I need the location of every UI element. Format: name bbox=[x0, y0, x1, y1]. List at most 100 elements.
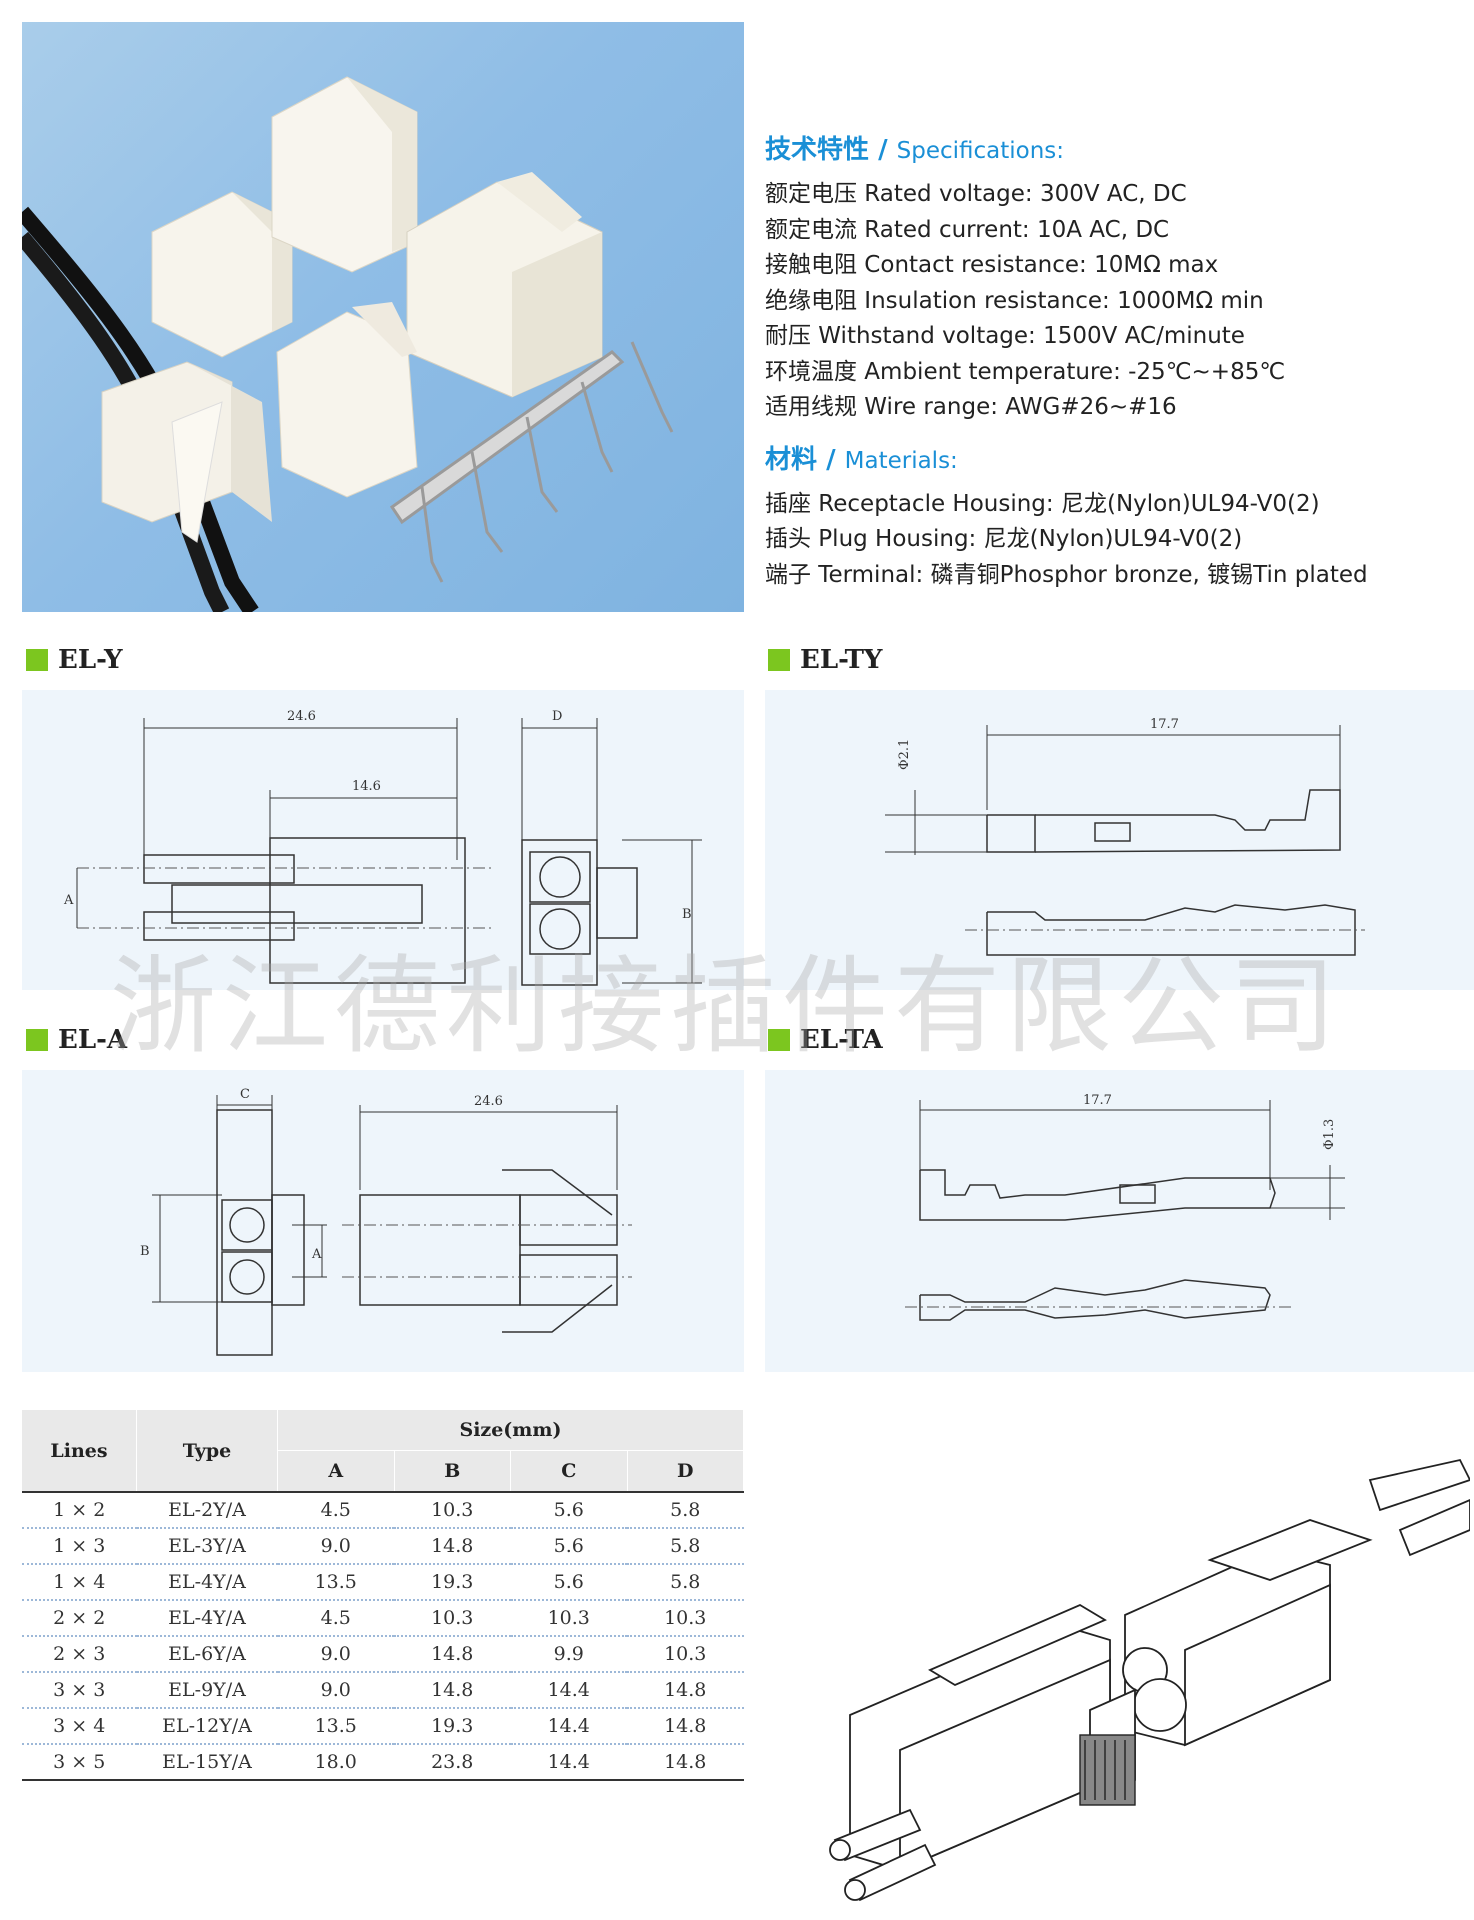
dim-len-label: 17.7 bbox=[1083, 1093, 1112, 1108]
cell-type: EL-3Y/A bbox=[136, 1528, 278, 1565]
cell-d: 14.8 bbox=[627, 1672, 744, 1709]
company-watermark: 浙江德利接插件有限公司 bbox=[110, 945, 1342, 1068]
specifications-heading: 技术特性 / Specifications: bbox=[765, 135, 1065, 165]
cell-b: 10.3 bbox=[394, 1600, 511, 1637]
cell-d: 5.8 bbox=[627, 1528, 744, 1565]
section-marker-icon bbox=[768, 649, 790, 671]
cell-b: 14.8 bbox=[394, 1672, 511, 1709]
product-photo bbox=[22, 22, 744, 612]
dim-d-label: D bbox=[552, 709, 562, 724]
cell-a: 9.0 bbox=[277, 1636, 394, 1673]
table-row: 3 × 3 EL-9Y/A 9.0 14.8 14.4 14.8 bbox=[22, 1672, 744, 1709]
cell-c: 5.6 bbox=[510, 1564, 627, 1601]
cell-lines: 1 × 4 bbox=[22, 1564, 137, 1601]
size-table: Lines Type Size(mm) A B C D 1 × 2 EL-2Y/… bbox=[22, 1410, 744, 1781]
cell-a: 13.5 bbox=[277, 1564, 394, 1601]
cell-d: 14.8 bbox=[627, 1708, 744, 1745]
section-el-a: EL-A bbox=[26, 1025, 127, 1055]
cell-a: 4.5 bbox=[277, 1491, 394, 1529]
cell-a: 9.0 bbox=[277, 1528, 394, 1565]
cell-c: 14.4 bbox=[510, 1708, 627, 1745]
material-receptacle: 插座 Receptacle Housing: 尼龙(Nylon)UL94-V0(… bbox=[765, 490, 1320, 517]
cell-lines: 1 × 2 bbox=[22, 1491, 137, 1529]
spec-rated-voltage: 额定电压 Rated voltage: 300V AC, DC bbox=[765, 181, 1187, 207]
cell-d: 5.8 bbox=[627, 1564, 744, 1601]
section-marker-icon bbox=[26, 1029, 48, 1051]
cell-b: 23.8 bbox=[394, 1744, 511, 1781]
table-row: 1 × 3 EL-3Y/A 9.0 14.8 5.6 5.8 bbox=[22, 1528, 744, 1565]
cell-lines: 1 × 3 bbox=[22, 1528, 137, 1565]
spec-rated-current: 额定电流 Rated current: 10A AC, DC bbox=[765, 216, 1170, 243]
cell-c: 14.4 bbox=[510, 1672, 627, 1709]
cell-type: EL-4Y/A bbox=[136, 1564, 278, 1601]
column-header-size: Size(mm) bbox=[277, 1410, 744, 1451]
dim-b-label: B bbox=[140, 1244, 150, 1259]
cell-type: EL-4Y/A bbox=[136, 1600, 278, 1637]
cell-lines: 2 × 3 bbox=[22, 1636, 137, 1673]
cell-a: 9.0 bbox=[277, 1672, 394, 1709]
cell-a: 13.5 bbox=[277, 1708, 394, 1745]
section-el-y: EL-Y bbox=[26, 645, 123, 675]
cell-type: EL-15Y/A bbox=[136, 1744, 278, 1781]
column-header-lines: Lines bbox=[22, 1410, 137, 1493]
spec-contact-resistance: 接触电阻 Contact resistance: 10MΩ max bbox=[765, 252, 1219, 278]
table-row: 2 × 3 EL-6Y/A 9.0 14.8 9.9 10.3 bbox=[22, 1636, 744, 1673]
material-terminal: 端子 Terminal: 磷青铜Phosphor bronze, 镀锡Tin p… bbox=[765, 561, 1368, 588]
dim-a-label: A bbox=[311, 1247, 322, 1262]
materials-heading: 材料 / Materials: bbox=[765, 444, 958, 475]
column-header-b: B bbox=[394, 1450, 511, 1492]
drawing-el-y: 24.6 14.6 A D B bbox=[22, 690, 744, 990]
dim-inner-label: 14.6 bbox=[352, 779, 381, 794]
cell-type: EL-12Y/A bbox=[136, 1708, 278, 1745]
cell-c: 9.9 bbox=[510, 1636, 627, 1673]
specifications-block: 技术特性 / Specifications: 额定电压 Rated voltag… bbox=[765, 130, 1455, 593]
cell-lines: 3 × 4 bbox=[22, 1708, 137, 1745]
drawing-el-ta: 17.7 Φ1.3 bbox=[765, 1070, 1474, 1372]
cell-d: 14.8 bbox=[627, 1744, 744, 1781]
dim-c-label: C bbox=[240, 1087, 250, 1102]
plug-housing-photo bbox=[101, 361, 272, 543]
spec-wire-range: 适用线规 Wire range: AWG#26~#16 bbox=[765, 394, 1177, 420]
dim-len-label: 17.7 bbox=[1150, 717, 1179, 732]
dim-dia-label: Φ2.1 bbox=[897, 739, 912, 770]
section-el-ty: EL-TY bbox=[768, 645, 883, 675]
drawing-el-ty: 17.7 Φ2.1 bbox=[765, 690, 1474, 990]
column-header-c: C bbox=[510, 1450, 628, 1492]
table-row: 1 × 4 EL-4Y/A 13.5 19.3 5.6 5.8 bbox=[22, 1564, 744, 1601]
spec-insulation-resistance: 绝缘电阻 Insulation resistance: 1000MΩ min bbox=[765, 287, 1264, 314]
connector-isometric-illustration bbox=[770, 1440, 1472, 1910]
cell-lines: 2 × 2 bbox=[22, 1600, 137, 1637]
cell-b: 19.3 bbox=[394, 1708, 511, 1745]
dim-b-label: B bbox=[682, 907, 692, 922]
dim-total-label: 24.6 bbox=[474, 1094, 503, 1109]
cell-c: 10.3 bbox=[510, 1600, 627, 1637]
table-row: 1 × 2 EL-2Y/A 4.5 10.3 5.6 5.8 bbox=[22, 1491, 744, 1529]
column-header-type: Type bbox=[136, 1410, 278, 1493]
dim-total-label: 24.6 bbox=[287, 709, 316, 724]
cell-b: 10.3 bbox=[394, 1491, 511, 1529]
cell-d: 10.3 bbox=[627, 1636, 744, 1673]
cell-b: 14.8 bbox=[394, 1528, 511, 1565]
spec-withstand-voltage: 耐压 Withstand voltage: 1500V AC/minute bbox=[765, 323, 1245, 349]
cell-b: 14.8 bbox=[394, 1636, 511, 1673]
cell-type: EL-6Y/A bbox=[136, 1636, 278, 1673]
cell-type: EL-9Y/A bbox=[136, 1672, 278, 1709]
table-row: 3 × 4 EL-12Y/A 13.5 19.3 14.4 14.8 bbox=[22, 1708, 744, 1745]
cell-lines: 3 × 3 bbox=[22, 1672, 137, 1709]
table-row: 3 × 5 EL-15Y/A 18.0 23.8 14.4 14.8 bbox=[22, 1744, 744, 1781]
cell-c: 5.6 bbox=[510, 1528, 627, 1565]
cell-b: 19.3 bbox=[394, 1564, 511, 1601]
spec-ambient-temperature: 环境温度 Ambient temperature: -25℃~+85℃ bbox=[765, 358, 1286, 385]
dim-dia-label: Φ1.3 bbox=[1322, 1119, 1337, 1150]
dim-a-label: A bbox=[63, 893, 74, 908]
cell-type: EL-2Y/A bbox=[136, 1491, 278, 1529]
material-plug: 插头 Plug Housing: 尼龙(Nylon)UL94-V0(2) bbox=[765, 526, 1243, 552]
cell-lines: 3 × 5 bbox=[22, 1744, 137, 1781]
drawing-el-a: C B A 24.6 bbox=[22, 1070, 744, 1372]
cell-d: 10.3 bbox=[627, 1600, 744, 1637]
cell-a: 4.5 bbox=[277, 1600, 394, 1637]
cell-d: 5.8 bbox=[627, 1491, 744, 1529]
table-row: 2 × 2 EL-4Y/A 4.5 10.3 10.3 10.3 bbox=[22, 1600, 744, 1637]
cell-c: 14.4 bbox=[510, 1744, 627, 1781]
section-marker-icon bbox=[768, 1029, 790, 1051]
